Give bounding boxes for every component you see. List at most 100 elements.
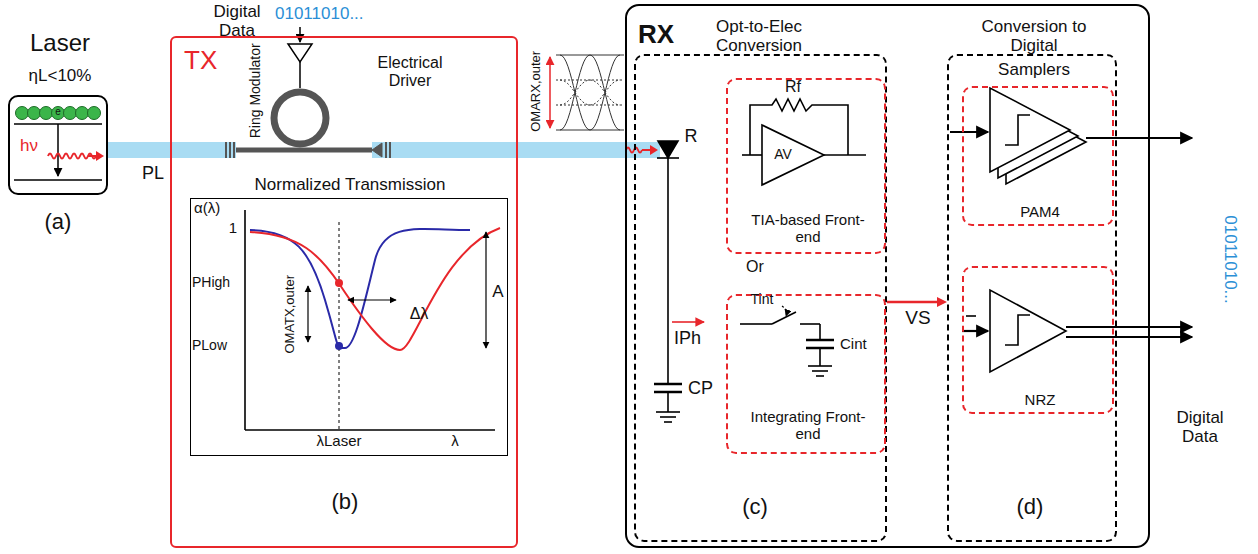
note: Or <box>735 258 775 276</box>
nrz-sampler <box>1005 315 1030 345</box>
connector-line <box>518 142 625 158</box>
electron <box>88 107 101 120</box>
nrz-sampler <box>1066 326 1192 328</box>
photon-symbol: hν <box>14 136 44 155</box>
integrating-front-end <box>800 323 820 325</box>
laser-levels <box>14 179 102 181</box>
capacitor-label: Cint <box>840 336 880 353</box>
pam4-samplers <box>950 88 1192 184</box>
tx-beam <box>372 142 518 158</box>
integrating-front-end <box>806 339 834 342</box>
node-text: Conversion to Digital <box>969 17 1099 55</box>
transmission-plot <box>335 279 343 287</box>
ring-modulator <box>229 142 231 158</box>
node-text: Samplers <box>959 60 1109 79</box>
node-text: ηL<10% <box>10 66 110 85</box>
plot-frame: Normalized Transmission <box>190 198 508 456</box>
eye-diagram <box>549 57 551 128</box>
transmission-plot <box>339 222 340 430</box>
nrz-sampler <box>966 315 976 317</box>
level-label: PLow <box>192 338 244 354</box>
pam4-samplers <box>950 131 988 133</box>
tia-front-end <box>762 125 824 185</box>
electrons <box>16 107 101 120</box>
wavelength-label: λLaser <box>308 433 370 450</box>
signal-label: VS <box>893 307 943 328</box>
digital-data-label: Digital Data <box>206 2 268 40</box>
conversion-block: Conversion to DigitalSamplersPAM4NRZ <box>947 54 1117 542</box>
tx-beam <box>170 142 660 158</box>
node-text: Normalized Transmission <box>191 175 509 194</box>
light-beam <box>518 150 625 151</box>
photodiode-circuit <box>672 321 704 323</box>
arrowhead <box>650 145 658 155</box>
electron <box>28 107 41 120</box>
node-text: RX <box>638 20 698 49</box>
bitstream: 01011010... <box>1220 194 1239 324</box>
tia-front-end <box>742 154 762 156</box>
light-beam <box>108 150 170 151</box>
node-text: Opt-to-Elec Conversion <box>694 17 824 55</box>
electron <box>52 107 65 120</box>
capacitor-label: CP <box>688 378 724 398</box>
node-text: NRZ <box>964 392 1116 409</box>
transmission-plot <box>485 232 486 348</box>
eye-diagram <box>560 80 620 105</box>
sampler-box: NRZ <box>962 266 1114 414</box>
node-text: TX <box>184 46 244 75</box>
connector-line <box>108 142 170 158</box>
shift-label: Δλ <box>402 305 436 323</box>
integrating-front-end <box>772 312 796 324</box>
switch-label: Tint <box>742 292 782 308</box>
transmission-plot <box>245 210 500 430</box>
panel-letter: (c) <box>725 495 785 520</box>
frontend-box: TIA-based Front-end <box>726 78 886 254</box>
sampler-box: PAM4 <box>962 86 1114 226</box>
photodiode-circuit <box>654 383 682 386</box>
eye-diagram <box>550 55 624 130</box>
electron-symbol: e <box>52 106 64 117</box>
electron <box>64 107 77 120</box>
eye-diagram <box>560 55 620 130</box>
nrz-sampler <box>1066 336 1192 338</box>
transmission-plot <box>245 429 495 431</box>
amplitude-label: A <box>491 282 505 301</box>
oma-label: OMATX,outer <box>283 264 298 364</box>
axis-label: α(λ) <box>194 200 242 217</box>
panel-letter: (d) <box>1000 495 1060 520</box>
tx-box: TX Normalized Transmission <box>170 36 518 548</box>
transmission-plot <box>348 299 396 300</box>
integrating-front-end <box>808 365 832 367</box>
part-name: Ring Modulator <box>248 35 264 145</box>
integrating-front-end <box>740 306 834 376</box>
transmission-plot <box>244 210 246 430</box>
bitstream: 01011010... <box>275 4 385 23</box>
ring-modulator <box>274 92 326 144</box>
electron <box>40 107 53 120</box>
axis-label: λ <box>446 433 464 450</box>
oma-label: OMARX,outer <box>529 41 544 141</box>
electrical-driver <box>299 27 301 42</box>
transmission-plot <box>335 342 343 350</box>
photodiode-circuit <box>664 421 672 423</box>
integrating-front-end <box>819 348 821 366</box>
tia-front-end <box>742 99 866 185</box>
panel-letter: (a) <box>28 210 88 235</box>
pam4-samplers <box>990 88 1070 172</box>
photon-wave <box>48 145 658 161</box>
node-text: PAM4 <box>964 204 1116 221</box>
transmission-plot <box>307 286 308 342</box>
photodiode-circuit <box>660 416 676 418</box>
node-text: Integrating Front-end <box>748 409 868 443</box>
current-label: IPh <box>674 328 714 348</box>
nrz-sampler <box>962 290 1192 372</box>
ring-modulator <box>385 142 387 158</box>
integrating-front-end <box>819 324 821 340</box>
laser-levels <box>14 124 102 180</box>
electron <box>16 107 29 120</box>
panel-letter: (b) <box>315 490 375 515</box>
signal-arrow <box>887 297 947 307</box>
